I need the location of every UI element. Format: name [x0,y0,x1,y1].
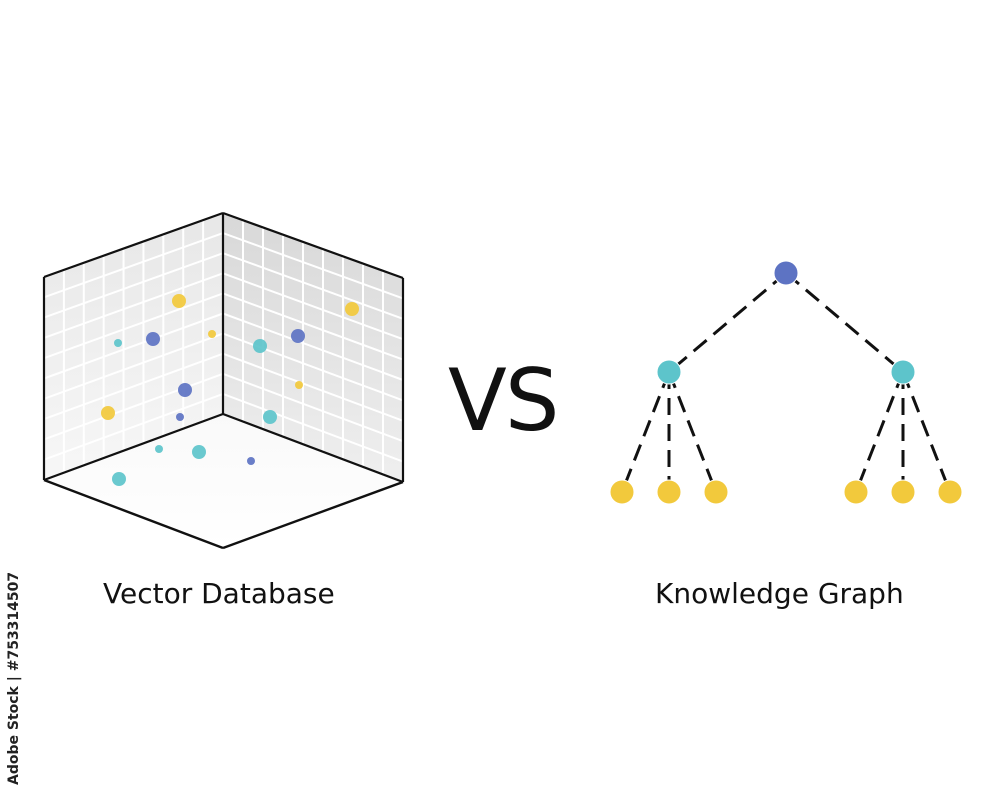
graph-dashed-edge [620,371,671,493]
vector-database-cube-icon [42,211,405,550]
graph-dashed-edge [668,271,787,374]
right-wall-grid-line [222,232,404,300]
graph-root-node-icon [773,260,799,286]
graph-leaf-node-icon [843,479,869,505]
vector-point-icon [253,339,267,353]
graph-leaf-node-icon [937,479,963,505]
left-wall-grid-line [43,252,224,319]
right-wall-grid-line [222,352,404,422]
knowledge-graph-label: Knowledge Graph [655,577,904,610]
right-wall-grid-line [222,332,404,402]
graph-leaf-node-icon [703,479,729,505]
right-wall-grid-line [222,312,404,381]
vector-point-icon [247,457,255,465]
left-wall-grid-line [43,392,224,461]
left-wall-grid-line [43,232,224,299]
vector-point-icon [176,413,184,421]
right-wall-grid-line [222,252,404,320]
graph-dashed-edge [901,371,952,493]
vector-point-icon [295,381,303,389]
left-wall-grid-line [43,272,224,339]
vector-point-icon [345,302,359,316]
graph-leaf-node-icon [609,479,635,505]
left-wall-grid-line [43,372,224,441]
vector-point-icon [263,410,277,424]
cube-edge-lines [42,211,405,550]
vector-point-icon [114,339,122,347]
graph-dashed-edge [667,371,718,493]
left-wall-grid-line [43,292,224,360]
graph-leaf-node-icon [890,479,916,505]
graph-leaf-node-icon [656,479,682,505]
vector-point-icon [192,445,206,459]
vector-point-icon [208,330,216,338]
vector-point-icon [172,294,186,308]
left-wall-grid-line [43,352,224,421]
graph-dashed-edge [854,371,905,493]
right-wall-grid-line [222,272,404,341]
vector-point-icon [101,406,115,420]
vector-point-icon [155,445,163,453]
vector-point-icon [112,472,126,486]
cube-data-points [101,294,359,486]
graph-child-node-icon [656,359,682,385]
graph-dashed-edge [785,271,904,374]
vector-point-icon [178,383,192,397]
stock-id-text: Adobe Stock | #753314507 [6,571,22,785]
right-wall-grid-line [222,392,404,463]
vector-point-icon [291,329,305,343]
knowledge-graph-tree-icon [609,260,963,505]
vs-label: VS [448,351,559,451]
graph-child-node-icon [890,359,916,385]
right-wall-grid-line [222,292,404,361]
left-wall-grid-line [43,312,224,380]
left-wall-grid-line [43,332,224,400]
vector-point-icon [146,332,160,346]
right-wall-grid-line [222,372,404,443]
vector-database-label: Vector Database [103,577,335,610]
